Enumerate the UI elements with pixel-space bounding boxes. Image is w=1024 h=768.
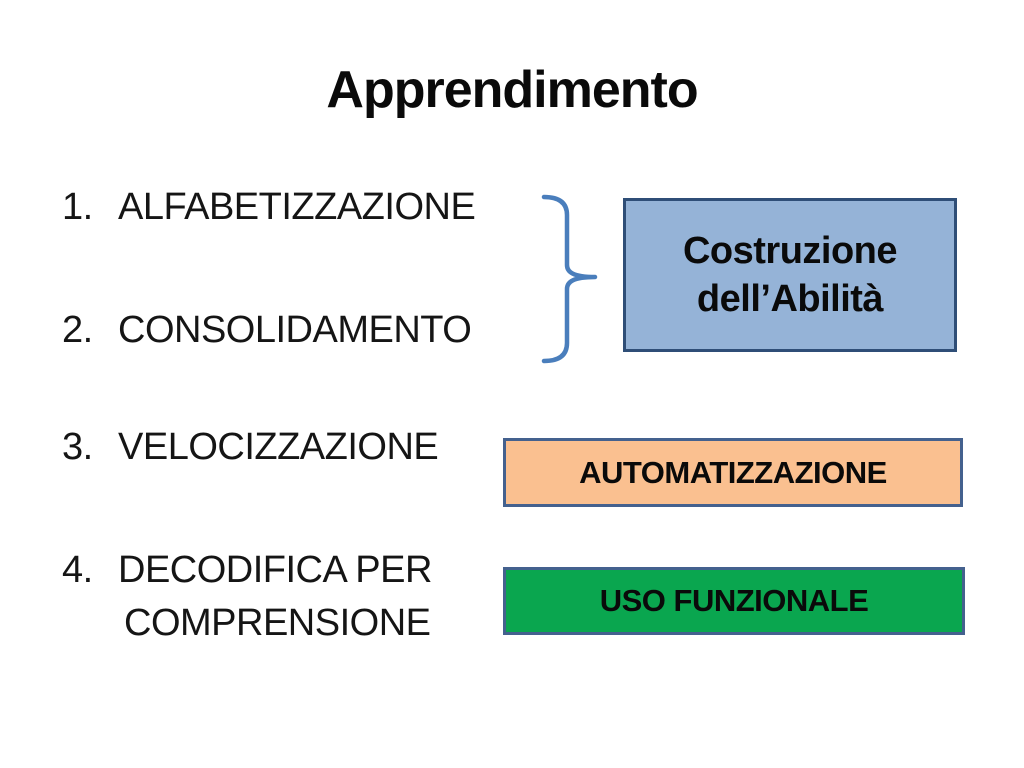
list-item-label: DECODIFICA PER COMPRENSIONE xyxy=(118,544,432,650)
functional-box-label: USO FUNZIONALE xyxy=(599,583,869,618)
skill-box-line1: Costruzione xyxy=(682,230,898,272)
list-number: 3. xyxy=(62,426,93,468)
list-item-label: ALFABETIZZAZIONE xyxy=(118,186,476,228)
functional-use-box: USO FUNZIONALE xyxy=(503,567,965,635)
list-number: 4. xyxy=(62,549,93,591)
list-item-label-line2: COMPRENSIONE xyxy=(124,602,431,644)
list-item-alfabetizzazione: 1. ALFABETIZZAZIONE xyxy=(62,181,476,234)
automation-box-label: AUTOMATIZZAZIONE xyxy=(579,454,887,490)
list-item-consolidamento: 2. CONSOLIDAMENTO xyxy=(62,304,472,357)
list-number: 2. xyxy=(62,309,93,351)
skill-construction-box: Costruzione dell’Abilità xyxy=(623,198,957,352)
list-item-decodifica: 4. DECODIFICA PER COMPRENSIONE xyxy=(62,544,432,650)
list-item-label-line1: DECODIFICA PER xyxy=(118,549,432,591)
list-item-velocizzazione: 3. VELOCIZZAZIONE xyxy=(62,421,439,474)
automation-box: AUTOMATIZZAZIONE xyxy=(503,438,963,507)
list-number: 1. xyxy=(62,186,93,228)
curly-brace-connector xyxy=(541,194,598,364)
skill-box-line2: dell’Abilità xyxy=(696,278,884,320)
list-item-label: VELOCIZZAZIONE xyxy=(118,426,439,468)
page-title: Apprendimento xyxy=(326,61,698,119)
list-item-label: CONSOLIDAMENTO xyxy=(118,309,472,351)
